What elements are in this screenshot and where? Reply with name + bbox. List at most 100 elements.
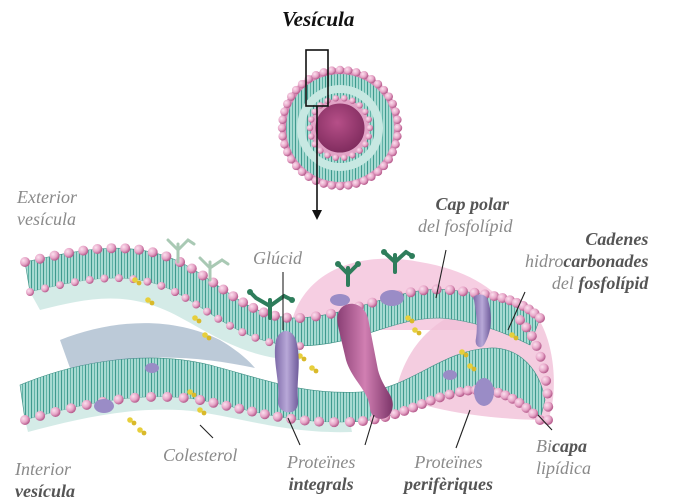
vesicle-outer-head — [385, 155, 393, 163]
label-cap-polar: Cap polar del fosfolípid — [418, 193, 513, 237]
label-periferiques-line1: Proteïnes — [404, 451, 493, 473]
label-interior-vesicle: Interior vesícula — [15, 458, 75, 502]
vesicle-inner-head — [308, 133, 314, 139]
vesicle-outer-head — [393, 132, 401, 140]
label-cap-polar-line2: del fosfolípid — [418, 215, 513, 237]
label-cadenes-carbonades: carbonades — [563, 251, 648, 271]
vesicle-inner-head — [341, 154, 347, 160]
phospholipid-head — [273, 412, 283, 422]
phospholipid-head — [50, 251, 60, 261]
label-exterior-line2: vesícula — [17, 208, 77, 230]
vesicle-outer-head — [352, 68, 360, 76]
vesicle-inner-head — [349, 98, 355, 104]
label-integrals-line2: integrals — [287, 473, 355, 495]
phospholipid-head — [221, 401, 231, 411]
phospholipid-head — [247, 407, 257, 417]
phospholipid-head — [86, 276, 94, 284]
phospholipid-head — [489, 291, 499, 301]
phospholipid-head — [345, 417, 355, 427]
vesicle-outer-head — [283, 148, 291, 156]
phospholipid-head — [417, 399, 427, 409]
label-interior-line1: Interior — [15, 458, 75, 480]
phospholipid-head — [208, 398, 218, 408]
phospholipid-head — [82, 400, 92, 410]
vesicle-outer-head — [367, 173, 375, 181]
phospholipid-head — [35, 411, 45, 421]
phospholipid-head — [100, 275, 108, 283]
cholesterol-molecule — [192, 393, 197, 398]
phospholipid-head — [265, 338, 273, 346]
phospholipid-head — [148, 247, 158, 257]
vesicle-outer-head — [280, 140, 288, 148]
vesicle-inner-head — [308, 116, 314, 122]
phospholipid-head — [367, 298, 377, 308]
cholesterol-molecule — [202, 411, 207, 416]
phospholipid-head — [295, 313, 305, 323]
phospholipid-head — [20, 415, 30, 425]
phospholipid-head — [71, 278, 79, 286]
phospholipid-head — [543, 389, 553, 399]
cholesterol-molecule — [142, 431, 147, 436]
phospholipid-head — [445, 389, 455, 399]
vesicle-outer-head — [389, 100, 397, 108]
cholesterol-molecule — [132, 421, 137, 426]
vesicle-outer-head — [278, 124, 286, 132]
vesicle-inner-head — [366, 133, 372, 139]
cholesterol-molecule — [472, 367, 477, 372]
phospholipid-head — [326, 309, 336, 319]
zoom-arrow-head — [312, 210, 322, 220]
label-cadenes-line1: Cadenes — [525, 228, 648, 250]
phospholipid-head — [445, 285, 455, 295]
phospholipid-head — [162, 392, 172, 402]
phospholipid-head — [35, 254, 45, 264]
cholesterol-molecule — [514, 336, 519, 341]
vesicle-inner-head — [367, 125, 373, 131]
phospholipid-head — [195, 395, 205, 405]
phospholipid-head — [435, 392, 445, 402]
label-cadenes: Cadenes hidrocarbonades del fosfolípid — [525, 228, 648, 294]
vesicle-outer-head — [292, 162, 300, 170]
phospholipid-head — [532, 341, 542, 351]
vesicle-outer-head — [287, 92, 295, 100]
vesicle-inner-head — [349, 152, 355, 158]
phospholipid-head — [541, 376, 551, 386]
phospholipid-head — [192, 301, 200, 309]
phospholipid-head — [234, 404, 244, 414]
label-bicapa-capa: capa — [552, 436, 587, 456]
vesicle-outer-head — [389, 148, 397, 156]
cholesterol-molecule — [197, 319, 202, 324]
phospholipid-head — [536, 352, 546, 362]
phospholipid-head — [143, 278, 151, 286]
vesicle-inner-head — [317, 147, 323, 153]
phospholipid-head — [458, 286, 468, 296]
phospholipid-head — [130, 393, 140, 403]
phospholipid-head — [543, 415, 553, 425]
phospholipid-head — [20, 257, 30, 267]
vesicle-outer-head — [393, 116, 401, 124]
vesicle-outer-head — [280, 107, 288, 115]
label-integral-proteins: Proteïnes integrals — [287, 451, 355, 495]
phospholipid-head — [228, 291, 238, 301]
phospholipid-head — [114, 395, 124, 405]
label-bicapa-line2: lipídica — [536, 457, 591, 479]
phospholipid-head — [238, 297, 248, 307]
label-peripheral-proteins: Proteïnes perifèriques — [404, 451, 493, 495]
phospholipid-head — [543, 402, 553, 412]
cholesterol-molecule — [314, 369, 319, 374]
label-exterior-vesicle: Exterior vesícula — [17, 186, 77, 230]
phospholipid-head — [260, 409, 270, 419]
phospholipid-head — [399, 406, 409, 416]
vesicle-outer-head — [319, 68, 327, 76]
vesicle-outer-head — [304, 173, 312, 181]
vesicle-outer-head — [283, 100, 291, 108]
phospholipid-head — [259, 307, 269, 317]
label-periferiques-line2: perifèriques — [404, 473, 493, 495]
vesicle-inner-head — [341, 95, 347, 101]
label-integrals-line1: Proteïnes — [287, 451, 355, 473]
phospholipid-head — [78, 246, 88, 256]
phospholipid-head — [187, 264, 197, 274]
vesicle-outer-head — [385, 92, 393, 100]
phospholipid-head — [92, 244, 102, 254]
label-bicapa-lipidica: Bicapa lipídica — [536, 435, 591, 479]
vesicle-outer-head — [278, 116, 286, 124]
